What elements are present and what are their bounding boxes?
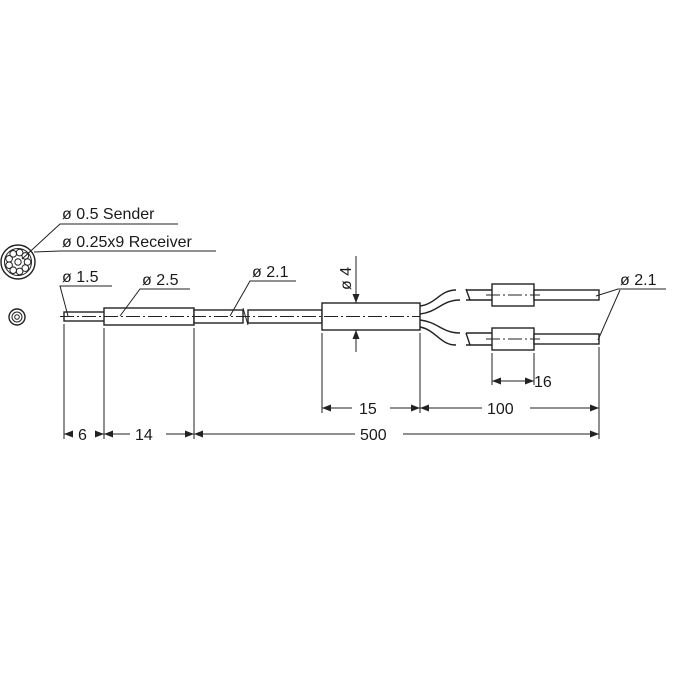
branch-diameter-leader-lower: [597, 289, 621, 341]
branch-upper-curve-bottom: [419, 299, 461, 315]
sleeve-diameter-leader: [119, 288, 190, 317]
sleeve-length-label: 14: [135, 427, 153, 444]
tip-length-label: 6: [78, 427, 87, 444]
upper-branch-fiber: [533, 289, 600, 301]
cable-side-view: [60, 283, 600, 351]
extension-lines: [63, 324, 600, 439]
branch-diameter-label: ø 2.1: [620, 272, 657, 289]
cable-diameter-label: ø 2.1: [252, 264, 289, 281]
sleeve-diameter-label: ø 2.5: [142, 272, 179, 289]
splitter-diameter-dimension: [352, 256, 360, 352]
ferrule-length-label: 16: [534, 374, 552, 391]
cable-diameter-leader: [229, 280, 296, 317]
bundle-cross-section: [0, 244, 36, 280]
receiver-fibers: [5, 248, 32, 276]
branch-upper-curve-top: [419, 289, 457, 307]
branch-lower-curve-top: [419, 319, 461, 334]
splitter-diameter-label: ø 4: [338, 267, 355, 290]
sender-leader: [21, 223, 178, 260]
branch-lower-curve-bottom: [419, 326, 457, 346]
tip-diameter-label: ø 1.5: [62, 269, 99, 286]
branch-length-label: 100: [487, 401, 514, 418]
total-length-label: 500: [360, 427, 387, 444]
lower-branch-fiber: [533, 333, 600, 345]
branch-diameter-leader-upper: [595, 288, 666, 297]
sender-label: ø 0.5 Sender: [62, 206, 155, 223]
dimension-16: [492, 377, 534, 385]
receiver-label: ø 0.25x9 Receiver: [62, 234, 193, 251]
tip-diameter-leader: [59, 285, 112, 317]
splitter-length-label: 15: [359, 401, 377, 418]
receiver-leader: [33, 250, 216, 253]
tip-end-view: [8, 308, 26, 326]
